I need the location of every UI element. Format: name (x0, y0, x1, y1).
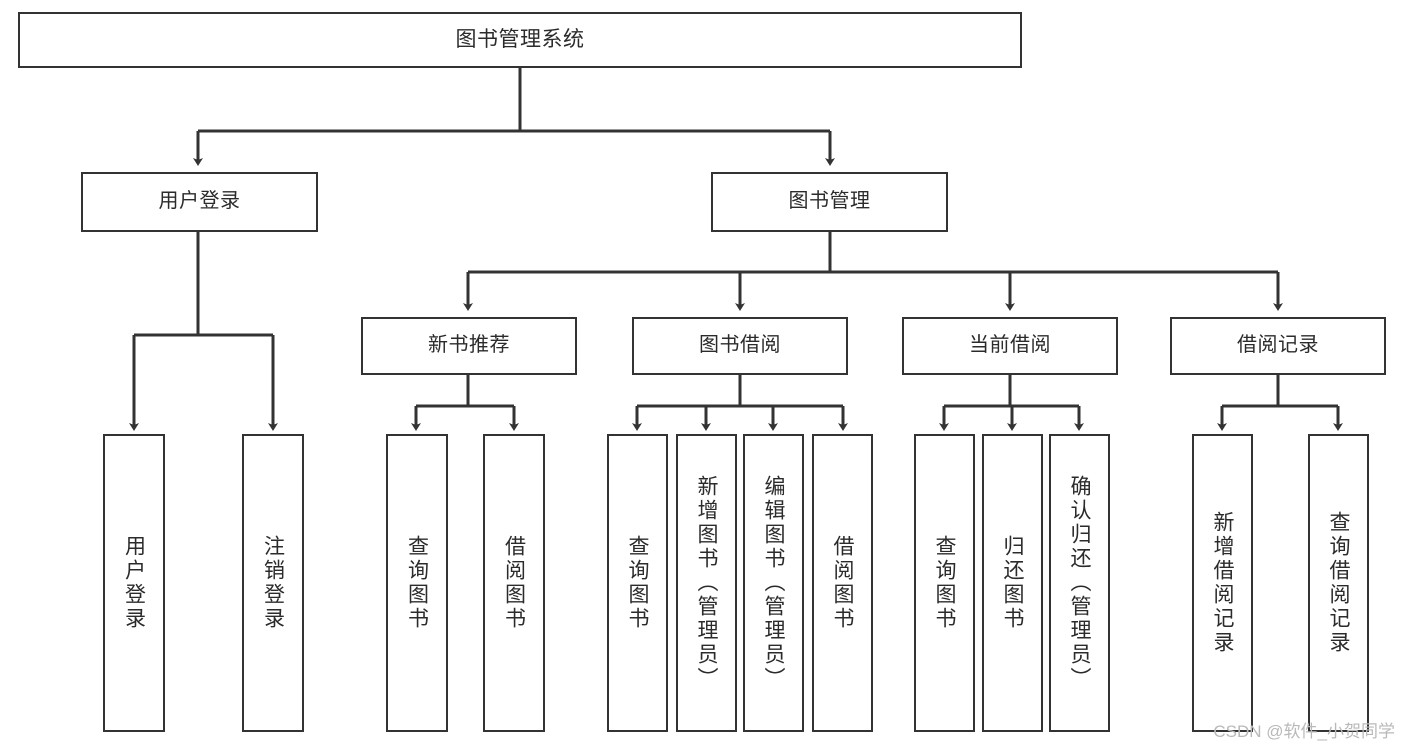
node-root-system[interactable]: 图书管理系统 (18, 12, 1022, 68)
leaf-borrow-book-recommend[interactable]: 借阅图书 (483, 434, 545, 732)
node-label: 注销登录 (261, 535, 285, 631)
node-label: 用户登录 (122, 535, 146, 631)
leaf-borrow-book[interactable]: 借阅图书 (812, 434, 873, 732)
leaf-return-book[interactable]: 归还图书 (982, 434, 1043, 732)
node-label: 当前借阅 (969, 334, 1051, 357)
leaf-add-borrow-record[interactable]: 新增借阅记录 (1192, 434, 1253, 732)
node-label: 查询图书 (933, 535, 956, 631)
node-label: 借阅图书 (831, 535, 854, 631)
node-label: 借阅图书 (502, 535, 526, 631)
leaf-add-book-admin[interactable]: 新增图书（管理员） (676, 434, 737, 732)
node-new-book-recommend[interactable]: 新书推荐 (361, 317, 577, 375)
node-label: 用户登录 (158, 190, 241, 213)
node-label: 图书管理 (788, 190, 871, 213)
node-label: 查询借阅记录 (1327, 511, 1350, 655)
leaf-query-book-current[interactable]: 查询图书 (914, 434, 975, 732)
node-label: 查询图书 (626, 535, 649, 631)
leaf-logout[interactable]: 注销登录 (242, 434, 304, 732)
node-label: 新增图书（管理员） (695, 475, 718, 691)
node-label: 归还图书 (1001, 535, 1024, 631)
node-label: 图书借阅 (699, 334, 781, 357)
node-book-management[interactable]: 图书管理 (711, 172, 948, 232)
node-label: 编辑图书（管理员） (762, 475, 785, 691)
node-label: 新增借阅记录 (1211, 511, 1234, 655)
leaf-query-book-borrow[interactable]: 查询图书 (607, 434, 668, 732)
node-borrow-record[interactable]: 借阅记录 (1170, 317, 1386, 375)
node-label: 新书推荐 (428, 334, 510, 357)
node-current-borrow[interactable]: 当前借阅 (902, 317, 1118, 375)
node-book-borrow[interactable]: 图书借阅 (632, 317, 848, 375)
csdn-watermark: CSDN @软件_小贺同学 (1213, 722, 1395, 741)
leaf-query-book-recommend[interactable]: 查询图书 (386, 434, 448, 732)
leaf-confirm-return-admin[interactable]: 确认归还（管理员） (1049, 434, 1110, 732)
leaf-user-login[interactable]: 用户登录 (103, 434, 165, 732)
node-user-login[interactable]: 用户登录 (81, 172, 318, 232)
node-label: 确认归还（管理员） (1068, 475, 1091, 691)
node-label: 查询图书 (405, 535, 429, 631)
node-label: 图书管理系统 (455, 27, 585, 51)
node-label: 借阅记录 (1237, 334, 1319, 357)
leaf-edit-book-admin[interactable]: 编辑图书（管理员） (743, 434, 804, 732)
leaf-query-borrow-record[interactable]: 查询借阅记录 (1308, 434, 1369, 732)
